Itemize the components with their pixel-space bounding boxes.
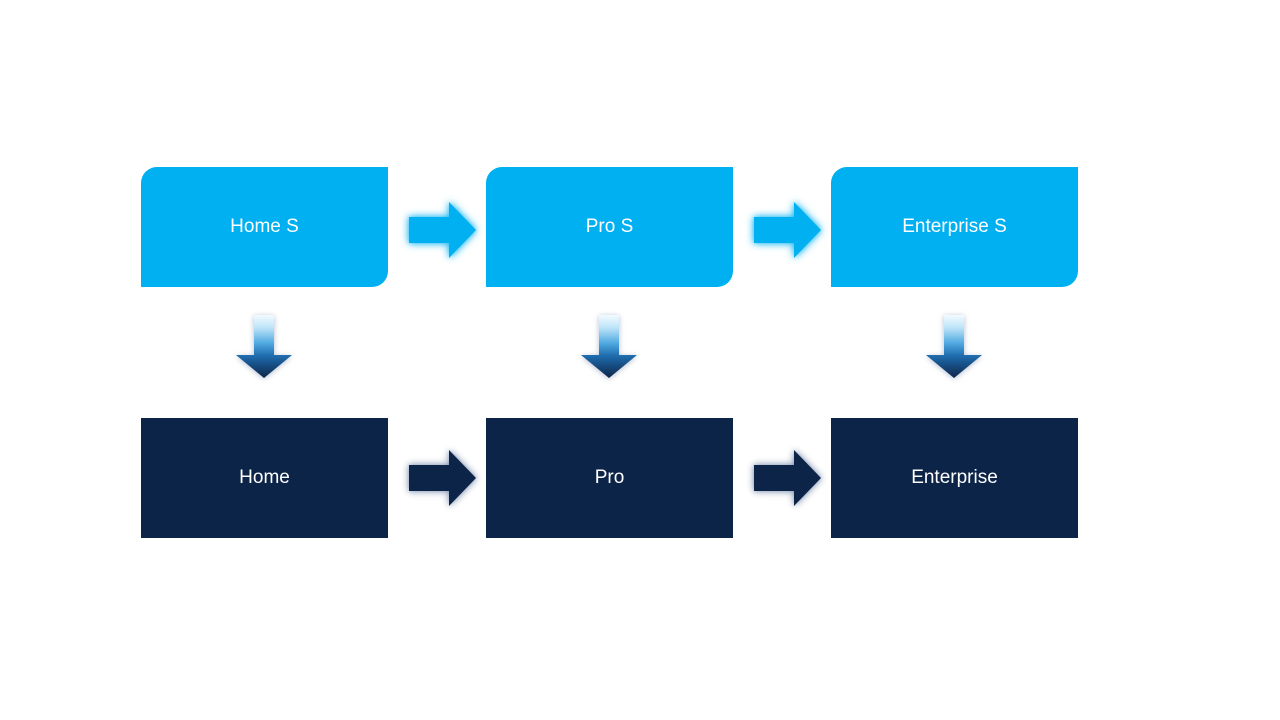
- node-pro: Pro: [486, 418, 733, 538]
- node-label: Enterprise: [911, 466, 998, 488]
- node-label: Home: [239, 466, 290, 488]
- node-home-s: Home S: [141, 167, 388, 287]
- right-arrow-icon: [409, 201, 477, 259]
- node-enterprise: Enterprise: [831, 418, 1078, 538]
- right-arrow-icon: [754, 201, 822, 259]
- down-arrow-icon: [235, 315, 293, 379]
- node-home: Home: [141, 418, 388, 538]
- right-arrow-icon: [409, 449, 477, 507]
- node-label: Pro S: [585, 215, 634, 237]
- right-arrow-icon: [754, 449, 822, 507]
- down-arrow-icon: [580, 315, 638, 379]
- node-pro-s: Pro S: [486, 167, 733, 287]
- down-arrow-icon: [925, 315, 983, 379]
- node-label: Pro: [594, 466, 625, 488]
- node-label: Enterprise S: [902, 215, 1007, 237]
- node-enterprise-s: Enterprise S: [831, 167, 1078, 287]
- node-label: Home S: [230, 215, 299, 237]
